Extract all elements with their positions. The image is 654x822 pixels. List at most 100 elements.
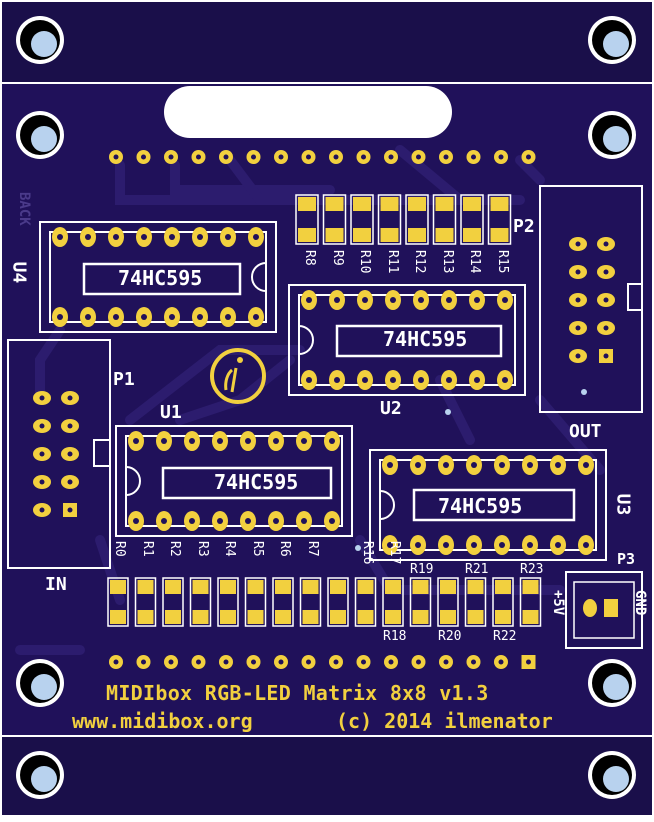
u3-part: 74HC595: [438, 494, 523, 518]
u4-drill-top-4: [169, 234, 175, 240]
u4-drill-top-3: [141, 234, 147, 240]
bottom-header-drill-8: [333, 659, 339, 665]
res-bot-outline-9: [354, 577, 377, 627]
u3-drill-top-2: [443, 462, 449, 468]
top-header-drill-9: [361, 154, 366, 160]
top-header-drill-7: [306, 154, 311, 160]
u2-drill-top-6: [474, 297, 480, 303]
top-header-drill-0: [113, 154, 119, 160]
p1-label: P1: [113, 369, 135, 390]
resistor-label-R11: R11: [384, 250, 400, 274]
u3-drill-bot-7: [583, 542, 589, 548]
u4-drill-bot-5: [197, 314, 203, 320]
bottom-header-drill-15: [526, 659, 531, 665]
res-bot-outline-7: [299, 577, 322, 627]
resistor-label-R6: R6: [277, 541, 292, 557]
res-top-pad-a-5: [435, 197, 454, 211]
website: www.midibox.org: [72, 709, 253, 733]
bottom-header-drill-2: [168, 659, 174, 665]
u3-drill-top-4: [499, 462, 505, 468]
res-bot-outline-12: [437, 577, 459, 627]
u1-drill-bot-2: [189, 518, 195, 524]
out-label: OUT: [569, 421, 602, 442]
u1-drill-bot-6: [301, 518, 307, 524]
u3-drill-top-7: [583, 462, 589, 468]
top-header-drill-1: [141, 154, 146, 160]
p1-drill-2-1: [67, 451, 73, 457]
mounting-hole-2: [31, 126, 57, 152]
p2-drill-1-1: [603, 269, 609, 275]
p2-key: [627, 283, 643, 311]
p1-drill-3-0: [39, 479, 45, 485]
top-header-drill-10: [388, 154, 394, 160]
bottom-header-drill-1: [141, 659, 146, 665]
u2-drill-bot-4: [418, 377, 424, 383]
res-bot-pad-a-14: [495, 580, 511, 594]
top-header-drill-4: [223, 154, 229, 160]
u3-drill-top-1: [415, 462, 421, 468]
resistor-label-R13: R13: [439, 250, 455, 274]
p1-drill-4-1: [67, 507, 73, 513]
u1-label-box: [161, 466, 333, 500]
u4-drill-bot-7: [253, 314, 259, 320]
resistor-label-R14: R14: [467, 250, 482, 274]
res-bot-outline-6: [272, 577, 294, 627]
top-header-drill-14: [498, 154, 504, 160]
u1-notch: [125, 466, 141, 496]
p2-drill-2-0: [575, 297, 581, 303]
u2-body: [298, 294, 516, 386]
u2-drill-bot-0: [306, 377, 312, 383]
u2-drill-top-0: [306, 297, 312, 303]
res-top-pad-a-4: [408, 197, 426, 211]
u2-drill-bot-2: [362, 377, 368, 383]
u4-drill-bot-2: [113, 314, 119, 320]
gnd-label: GND: [632, 590, 648, 616]
res-bot-pad-b-6: [275, 610, 291, 624]
u2-drill-top-1: [334, 297, 340, 303]
res-bot-outline-5: [244, 577, 267, 627]
res-bot-pad-b-14: [495, 610, 511, 624]
res-top-pad-a-0: [298, 197, 316, 211]
res-top-pad-a-2: [353, 197, 371, 211]
u1-drill-top-1: [161, 438, 167, 444]
u3-drill-bot-5: [527, 542, 533, 548]
resistor-label-R8: R8: [302, 250, 317, 266]
mounting-hole-4: [31, 674, 57, 700]
p1-key: [93, 439, 111, 467]
u4-outline: [39, 221, 277, 333]
board-title: MIDIbox RGB-LED Matrix 8x8 v1.3: [106, 681, 489, 705]
res-bot-outline-11: [409, 577, 432, 627]
res-bot-pad-b-12: [440, 610, 456, 624]
bottom-header-drill-3: [196, 659, 201, 665]
p2-drill-4-1: [603, 353, 609, 359]
bottom-header-drill-6: [278, 659, 284, 665]
resistor-label-R0: R0: [112, 541, 127, 557]
mounting-hole-6: [31, 766, 57, 792]
u4-drill-top-6: [225, 234, 231, 240]
u3-drill-bot-1: [415, 542, 421, 548]
res-top-outline-7: [487, 194, 512, 245]
res-top-outline-6: [460, 194, 484, 245]
resistor-label-R21: R21: [465, 562, 489, 577]
res-bot-pad-a-7: [302, 580, 319, 594]
bottom-header-drill-13: [471, 659, 476, 665]
res-top-pad-b-1: [325, 228, 344, 242]
res-bot-outline-4: [217, 577, 239, 627]
resistor-label-R7: R7: [304, 541, 320, 557]
res-bot-outline-3: [189, 577, 212, 627]
res-bot-outline-0: [107, 577, 129, 627]
res-bot-pad-b-10: [385, 610, 401, 624]
resistor-label-R3: R3: [194, 541, 210, 557]
u1-drill-top-5: [273, 438, 279, 444]
resistor-label-R15: R15: [494, 250, 510, 274]
res-bot-pad-a-10: [385, 580, 401, 594]
resistor-label-R1: R1: [139, 541, 155, 557]
res-top-pad-b-2: [353, 228, 371, 242]
copyright: (c) 2014 ilmenator: [336, 709, 553, 733]
u3-drill-bot-4: [499, 542, 505, 548]
u3-body: [379, 459, 597, 551]
top-header-drill-12: [443, 154, 449, 160]
res-top-pad-b-7: [490, 228, 509, 242]
res-bot-pad-a-5: [247, 580, 264, 594]
mounting-hole-7: [603, 766, 629, 792]
